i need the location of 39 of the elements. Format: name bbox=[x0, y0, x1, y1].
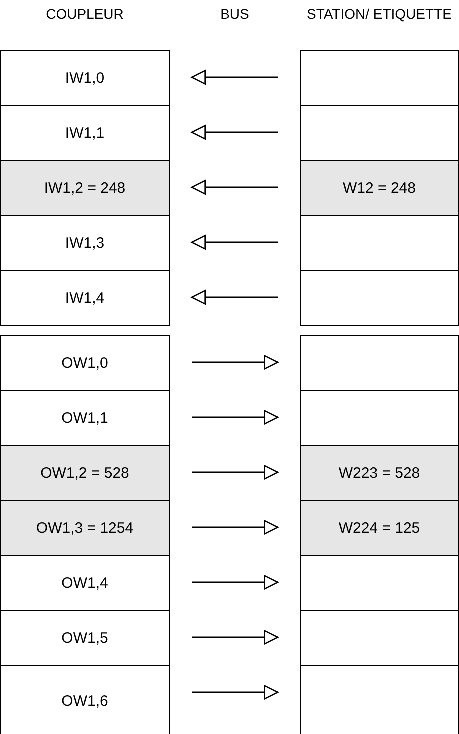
empty-cell bbox=[300, 610, 459, 666]
arrow bbox=[192, 630, 279, 645]
arrow bbox=[191, 125, 278, 140]
register-cell: OW1,3 = 1254 bbox=[0, 500, 170, 556]
arrow bbox=[192, 410, 279, 425]
empty-cell bbox=[300, 390, 459, 446]
arrow bbox=[192, 685, 279, 700]
register-cell: IW1,1 bbox=[0, 105, 170, 161]
empty-cell bbox=[300, 270, 459, 326]
arrow bbox=[191, 290, 278, 305]
empty-cell bbox=[300, 105, 459, 161]
arrow bbox=[191, 180, 278, 195]
register-cell: OW1,0 bbox=[0, 335, 170, 391]
arrow bbox=[192, 575, 279, 590]
arrow bbox=[191, 70, 278, 85]
empty-cell bbox=[300, 665, 459, 734]
column-header: STATION/ ETIQUETTE bbox=[307, 6, 452, 22]
register-cell: OW1,6 bbox=[0, 665, 170, 734]
empty-cell bbox=[300, 50, 459, 106]
register-cell: OW1,2 = 528 bbox=[0, 445, 170, 501]
register-cell: W12 = 248 bbox=[300, 160, 459, 216]
column-header: COUPLEUR bbox=[46, 6, 124, 22]
register-cell: IW1,2 = 248 bbox=[0, 160, 170, 216]
register-cell: IW1,3 bbox=[0, 215, 170, 271]
empty-cell bbox=[300, 215, 459, 271]
arrow bbox=[191, 235, 278, 250]
arrow bbox=[192, 355, 279, 370]
register-cell: OW1,1 bbox=[0, 390, 170, 446]
register-cell: W224 = 125 bbox=[300, 500, 459, 556]
register-cell: IW1,0 bbox=[0, 50, 170, 106]
register-cell: W223 = 528 bbox=[300, 445, 459, 501]
arrow bbox=[192, 520, 279, 535]
empty-cell bbox=[300, 335, 459, 391]
register-cell: OW1,4 bbox=[0, 555, 170, 611]
register-cell: IW1,4 bbox=[0, 270, 170, 326]
arrow bbox=[192, 465, 279, 480]
column-header: BUS bbox=[220, 6, 250, 22]
empty-cell bbox=[300, 555, 459, 611]
register-cell: OW1,5 bbox=[0, 610, 170, 666]
